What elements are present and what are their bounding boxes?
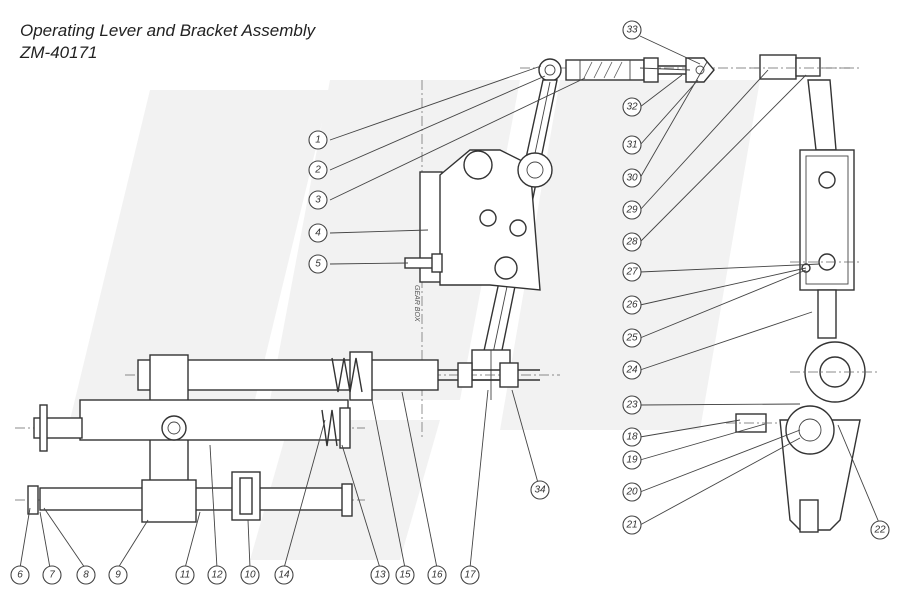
callout-6: 6	[10, 565, 30, 585]
svg-text:6: 6	[17, 570, 23, 581]
callout-24: 24	[622, 360, 642, 380]
svg-text:27: 27	[625, 267, 638, 278]
callout-2: 2	[308, 160, 328, 180]
svg-text:12: 12	[211, 570, 223, 581]
callout-16: 16	[427, 565, 447, 585]
callout-13: 13	[370, 565, 390, 585]
callout-1: 1	[308, 130, 328, 150]
part-number: ZM-40171	[20, 43, 98, 62]
svg-text:16: 16	[431, 570, 443, 581]
svg-text:9: 9	[115, 570, 121, 581]
callout-31: 31	[622, 135, 642, 155]
svg-text:8: 8	[83, 570, 89, 581]
svg-text:11: 11	[180, 570, 190, 581]
callout-19: 19	[622, 450, 642, 470]
shaft-assembly	[15, 351, 560, 523]
callout-9: 9	[108, 565, 128, 585]
callout-15: 15	[395, 565, 415, 585]
callout-3: 3	[308, 190, 328, 210]
callout-29: 29	[622, 200, 642, 220]
callout-23: 23	[622, 395, 642, 415]
svg-text:28: 28	[625, 237, 638, 248]
callout-balloons: 1 2 3 4 5 6 7 8 9 10 11 12 13 14 15 16 1…	[10, 20, 890, 585]
svg-text:29: 29	[625, 205, 638, 216]
svg-text:22: 22	[873, 525, 886, 536]
callout-18: 18	[622, 427, 642, 447]
svg-text:24: 24	[625, 365, 638, 376]
callout-34: 34	[530, 480, 550, 500]
watermark-logo	[70, 80, 760, 560]
callout-17: 17	[460, 565, 480, 585]
svg-text:15: 15	[399, 570, 411, 581]
svg-text:21: 21	[625, 520, 637, 531]
callout-7: 7	[42, 565, 62, 585]
callout-10: 10	[240, 565, 260, 585]
svg-text:20: 20	[625, 487, 638, 498]
svg-text:33: 33	[626, 25, 638, 36]
drawing-title: Operating Lever and Bracket Assembly	[20, 21, 316, 40]
callout-20: 20	[622, 482, 642, 502]
svg-text:19: 19	[626, 455, 638, 466]
svg-text:4: 4	[315, 228, 321, 239]
svg-text:13: 13	[374, 570, 386, 581]
svg-text:2: 2	[314, 165, 321, 176]
callout-5: 5	[308, 254, 328, 274]
svg-text:25: 25	[625, 333, 638, 344]
svg-text:32: 32	[626, 102, 638, 113]
right-lever-assembly	[726, 54, 880, 533]
linkage-assembly: GEAR BOX	[404, 57, 860, 440]
callout-8: 8	[76, 565, 96, 585]
svg-text:18: 18	[626, 432, 638, 443]
svg-text:10: 10	[244, 570, 256, 581]
callout-28: 28	[622, 232, 642, 252]
callout-21: 21	[622, 515, 642, 535]
title-block: Operating Lever and Bracket Assembly ZM-…	[20, 20, 315, 64]
leader-lines	[19, 61, 881, 569]
callout-27: 27	[622, 262, 642, 282]
svg-text:3: 3	[315, 195, 321, 206]
svg-text:26: 26	[625, 300, 638, 311]
svg-text:7: 7	[49, 570, 55, 581]
svg-text:23: 23	[625, 400, 638, 411]
callout-30: 30	[622, 168, 642, 188]
callout-22: 22	[870, 520, 890, 540]
svg-text:31: 31	[626, 140, 637, 151]
gearbox-label: GEAR BOX	[413, 285, 420, 322]
callout-4: 4	[308, 223, 328, 243]
svg-text:14: 14	[278, 570, 290, 581]
svg-text:30: 30	[626, 173, 638, 184]
callout-26: 26	[622, 295, 642, 315]
callout-33: 33	[622, 20, 642, 40]
callout-25: 25	[622, 328, 642, 348]
callout-32: 32	[622, 97, 642, 117]
svg-text:1: 1	[315, 135, 321, 146]
svg-text:5: 5	[315, 259, 321, 270]
svg-text:34: 34	[534, 485, 546, 496]
callout-12: 12	[207, 565, 227, 585]
svg-text:17: 17	[464, 570, 476, 581]
callout-14: 14	[274, 565, 294, 585]
callout-11: 11	[175, 565, 195, 585]
